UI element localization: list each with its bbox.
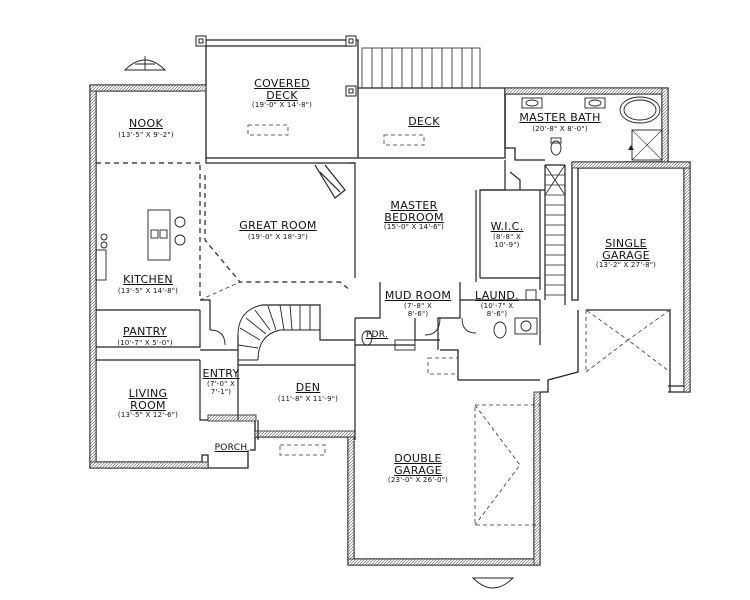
room-double-garage-name-2: GARAGE	[394, 463, 442, 477]
fixtures	[95, 96, 663, 351]
room-pdr-name: PDR.	[365, 330, 389, 340]
window-arches	[123, 56, 515, 589]
room-covered-deck-dims: (19'-0" X 14'-8")	[251, 101, 313, 110]
room-single-garage-name-1: SINGLE	[605, 237, 647, 250]
room-wic: W.I.C. (8'-8" X 10'-9")	[491, 221, 524, 249]
small-marks	[628, 145, 634, 150]
room-laund-dims-1: (10'-7" X	[480, 301, 514, 310]
room-mud-room-dims-1: (7'-8" X	[404, 301, 432, 310]
room-wic-dims-2: 10'-9")	[494, 240, 520, 249]
room-entry-name: ENTRY	[202, 367, 240, 380]
room-living-room-name-2: ROOM	[130, 398, 166, 412]
room-covered-deck: COVERED DECK (19'-0" X 14'-8")	[252, 78, 312, 109]
room-entry: ENTRY (7'-0" X 7'-1")	[202, 368, 239, 396]
room-laund-name: LAUND.	[475, 289, 519, 302]
room-master-bath-dims: (20'-8" X 8'-0")	[532, 124, 588, 133]
room-wic-dims-1: (8'-8" X	[493, 232, 521, 241]
room-double-garage: DOUBLE GARAGE (23'-0" X 26'-0")	[388, 453, 448, 484]
room-great-room-name: GREAT ROOM	[239, 219, 317, 232]
room-wic-name: W.I.C.	[490, 220, 524, 233]
room-deck-name: DECK	[408, 115, 440, 128]
room-deck: DECK	[408, 112, 440, 129]
room-single-garage-dims: (13'-2" X 27'-8")	[595, 261, 657, 270]
room-double-garage-dims: (23'-0" X 26'-0")	[387, 476, 449, 485]
room-den: DEN (11'-8" X 11'-9")	[278, 378, 338, 403]
room-kitchen: KITCHEN (13'-5" X 14'-8")	[118, 270, 178, 295]
room-kitchen-name: KITCHEN	[123, 273, 173, 286]
room-single-garage: SINGLE GARAGE (13'-2" X 27'-8")	[596, 238, 656, 269]
deck-dashed	[199, 124, 672, 526]
room-single-garage-name-2: GARAGE	[602, 248, 650, 262]
room-laund: LAUND. (10'-7" X 8'-6")	[475, 290, 519, 318]
main-stair	[237, 304, 320, 361]
room-kitchen-dims: (13'-5" X 14'-8")	[117, 286, 179, 295]
room-porch-name: PORCH	[214, 443, 248, 453]
room-pdr: PDR.	[366, 324, 388, 341]
room-entry-dims-1: (7'-0" X	[207, 379, 235, 388]
room-living-room-name-1: LIVING	[128, 387, 168, 400]
room-porch: PORCH	[215, 437, 248, 454]
room-covered-deck-name-2: DECK	[266, 88, 298, 102]
room-pantry-dims: (10'-7" X 5'-0")	[117, 338, 173, 347]
room-mud-room-name: MUD ROOM	[384, 289, 452, 302]
room-living-room: LIVING ROOM (13'-5" X 12'-6")	[118, 388, 178, 419]
room-nook: NOOK (13'-5" X 9'-2")	[118, 114, 174, 139]
room-great-room: GREAT ROOM (19'-0" X 18'-3")	[239, 216, 316, 241]
room-entry-dims-2: 7'-1")	[210, 387, 232, 396]
room-master-bath: MASTER BATH (20'-8" X 8'-0")	[519, 108, 600, 133]
room-den-dims: (11'-8" X 11'-9")	[277, 394, 339, 403]
room-master-bedroom: MASTER BEDROOM (15'-0" X 14'-6")	[384, 200, 444, 231]
room-covered-deck-name-1: COVERED	[254, 77, 310, 90]
room-great-room-dims: (19'-0" X 18'-3")	[247, 232, 309, 241]
room-mud-room-dims-2: 8'-6")	[407, 309, 429, 318]
room-master-bedroom-name-1: MASTER	[390, 199, 438, 212]
room-master-bath-name: MASTER BATH	[519, 111, 601, 124]
room-master-bedroom-dims: (15'-0" X 14'-6")	[383, 223, 445, 232]
room-den-name: DEN	[295, 381, 321, 394]
room-nook-dims: (13'-5" X 9'-2")	[118, 130, 174, 139]
room-pantry: PANTRY (10'-7" X 5'-0")	[117, 322, 173, 347]
room-laund-dims-2: 8'-6")	[486, 309, 508, 318]
room-nook-name: NOOK	[129, 117, 163, 130]
room-master-bedroom-name-2: BEDROOM	[384, 210, 444, 224]
room-double-garage-name-1: DOUBLE	[394, 452, 442, 465]
room-living-room-dims: (13'-5" X 12'-6")	[117, 411, 179, 420]
room-mud-room: MUD ROOM (7'-8" X 8'-6")	[385, 290, 451, 318]
wall-hatching	[89, 84, 691, 566]
deck-posts	[195, 35, 357, 97]
room-pantry-name: PANTRY	[123, 325, 167, 338]
deck-stairs	[361, 47, 481, 89]
